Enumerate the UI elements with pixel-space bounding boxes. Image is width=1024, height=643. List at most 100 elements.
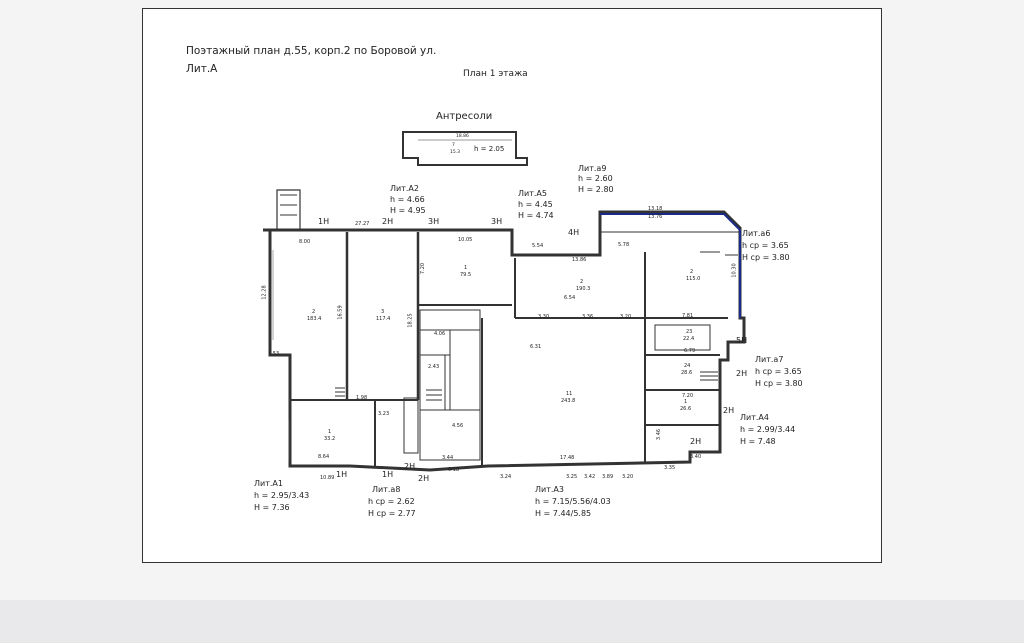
room-r8: 1 [684, 399, 688, 405]
section-a6-H: H ср = 3.80 [742, 253, 790, 262]
dim-d33: 3.25 [566, 474, 578, 480]
room-r3: 1 [464, 265, 468, 271]
section-a4-name: Лит.А4 [740, 413, 769, 422]
section-a3-name: Лит.А3 [535, 485, 564, 494]
section-a9-name: Лит.а9 [578, 164, 607, 173]
section-a6-h: h ср = 3.65 [742, 241, 789, 250]
dim-d27: 6.79 [684, 348, 696, 354]
dim-d12: 13.76 [648, 214, 663, 220]
drawing-sheet [142, 8, 882, 563]
dim-d15: 3.36 [582, 314, 594, 320]
dim-d28: 7.20 [682, 393, 694, 399]
dim-d14: 3.30 [538, 314, 550, 320]
dim-d17: 6.54 [564, 295, 576, 301]
room-r2: 3 [381, 309, 385, 315]
room-r4-area: 190.3 [576, 286, 591, 292]
dim-d2: 27.27 [355, 221, 370, 227]
dim-d26: 7.81 [682, 313, 694, 319]
dim-d36: 3.20 [622, 474, 634, 480]
mezzanine-dim: 18.86 [456, 134, 469, 139]
section-a1-H: H = 7.36 [254, 503, 290, 512]
mezzanine-outline [402, 131, 528, 166]
dim-d11: 13.18 [648, 206, 663, 212]
dim-d13: 10.30 [731, 263, 738, 278]
dim-d20: 3.23 [378, 411, 390, 417]
dim-d7: 7.20 [420, 262, 427, 275]
room-r9-area: 22.4 [683, 336, 695, 342]
opening-5n: 5Н [736, 336, 748, 345]
section-a3-h: h = 7.15/5.56/4.03 [535, 497, 611, 506]
room-r8-area: 26.6 [680, 406, 692, 412]
chimney [276, 189, 301, 230]
opening-2n-a8: 2Н [404, 462, 416, 471]
room-r1-area: 183.4 [307, 316, 322, 322]
plan-lit: Лит.А [186, 63, 218, 75]
dim-d23: 2.43 [428, 364, 440, 370]
room-r5-area: 33.2 [324, 436, 336, 442]
opening-2n-a7: 2Н [736, 369, 748, 378]
dim-d24: 3.44 [442, 455, 454, 461]
section-a2-h: h = 4.66 [390, 195, 425, 204]
dim-d31: 3.35 [664, 465, 676, 471]
section-a6-name: Лит.а6 [742, 229, 771, 238]
section-a1-name: Лит.А1 [254, 479, 283, 488]
section-a5-H: H = 4.74 [518, 211, 554, 220]
dim-d25: 6.31 [530, 344, 542, 350]
section-a8-H: H ср = 2.77 [368, 509, 416, 518]
dim-d39: 1.98 [356, 395, 368, 401]
opening-3n-left: 3Н [428, 217, 440, 226]
mezzanine-height: h = 2.05 [474, 145, 505, 153]
dim-d6: 18.25 [407, 313, 414, 328]
dim-d30: 3.40 [690, 454, 702, 460]
section-a2-name: Лит.А2 [390, 184, 419, 193]
dim-d40: 4.56 [452, 423, 464, 429]
room-r3-area: 79.5 [460, 272, 472, 278]
dim-d16: 3.20 [620, 314, 632, 320]
floor-title: План 1 этажа [463, 69, 528, 79]
section-a5-h: h = 4.45 [518, 200, 553, 209]
opening-2n-top: 2Н [382, 217, 394, 226]
section-a3-H: H = 7.44/5.85 [535, 509, 592, 518]
opening-2n-a4-top: 2Н [723, 406, 735, 415]
section-a7-H: H ср = 3.80 [755, 379, 803, 388]
opening-2n-a4-bottom: 2Н [690, 437, 702, 446]
dim-d32: 3.24 [500, 474, 512, 480]
section-a4-H: H = 7.48 [740, 437, 776, 446]
room-r6-area: 243.8 [561, 398, 576, 404]
room-r5: 1 [328, 429, 332, 435]
opening-2n-bottom: 2Н [418, 474, 430, 483]
dim-d8: 5.54 [532, 243, 544, 249]
section-a7-h: h ср = 3.65 [755, 367, 802, 376]
dim-d35: 3.89 [602, 474, 614, 480]
dim-d4: 12.28 [261, 285, 268, 300]
room-r1: 2 [312, 309, 316, 315]
section-a8-name: Лит.а8 [372, 485, 401, 494]
room-r6: 11 [566, 391, 573, 397]
room-r2-area: 117.4 [376, 316, 391, 322]
room-r7: 2 [690, 269, 694, 275]
opening-1n-bottom-mid: 1Н [382, 470, 394, 479]
dim-d9: 13.86 [572, 257, 587, 263]
dim-d19: 8.64 [318, 454, 330, 460]
dim-d3: 10.05 [458, 237, 473, 243]
plan-title: Поэтажный план д.55, корп.2 по Боровой у… [186, 45, 437, 57]
section-a7-name: Лит.а7 [755, 355, 784, 364]
mezzanine-area: 15.3 [450, 150, 461, 155]
opening-4n: 4Н [568, 228, 580, 237]
section-a5-name: Лит.А5 [518, 189, 547, 198]
dim-d5: 16.59 [337, 305, 344, 320]
scan-bottom-strip [0, 600, 1024, 643]
section-a8-h: h ср = 2.62 [368, 497, 415, 506]
dim-d38: 10.89 [320, 475, 335, 481]
section-a9-h: h = 2.60 [578, 174, 613, 183]
dim-d34: 3.42 [584, 474, 596, 480]
dim-d21: 1.53 [268, 351, 280, 357]
room-r4: 2 [580, 279, 584, 285]
dim-d1: 8.00 [299, 239, 311, 245]
dim-d37: 6.18 [448, 467, 460, 473]
opening-1n-bottom-left: 1Н [336, 470, 348, 479]
dim-d10: 5.78 [618, 242, 630, 248]
room-r10: 24 [684, 363, 691, 369]
section-a2-H: H = 4.95 [390, 206, 426, 215]
opening-3n-right: 3Н [491, 217, 503, 226]
